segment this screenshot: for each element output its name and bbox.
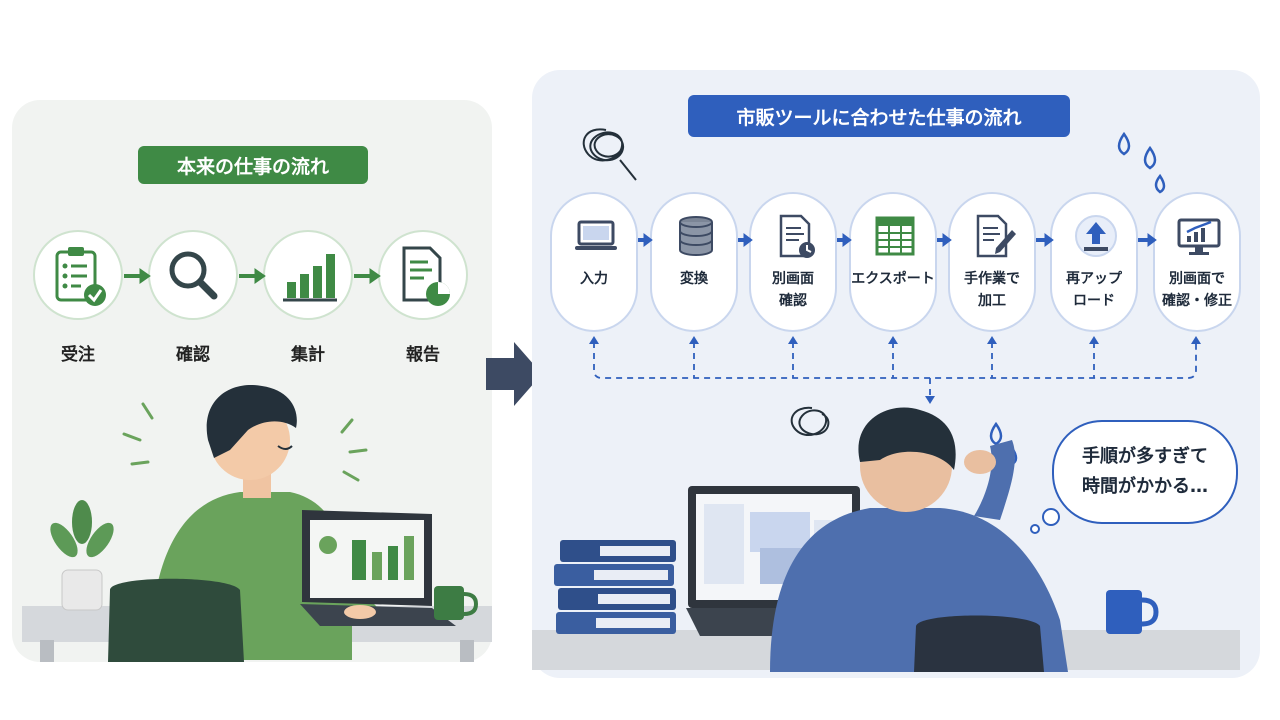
step-label-confirm: 確認: [176, 345, 210, 365]
step-other-screen-fix-label: 別画面で確認・修正: [1162, 271, 1232, 309]
monitor-chart-icon: [1177, 218, 1221, 255]
speech-line-1: 手順が多すぎて: [1082, 446, 1208, 467]
step-reupload: 再アップロード: [1050, 192, 1138, 332]
speech-line-2: 時間がかかる…: [1082, 476, 1208, 497]
cloud-upload-icon: [1075, 215, 1117, 257]
step-input: 入力: [550, 192, 638, 332]
step-export-label: エクスポート: [851, 271, 935, 287]
step-manual-edit-label: 手作業で加工: [964, 271, 1020, 309]
step-manual-edit: 手作業で加工: [948, 192, 1036, 332]
document-clock-icon: [779, 214, 815, 258]
document-pen-icon: [976, 214, 1016, 258]
step-label-aggregate: 集計: [291, 345, 325, 365]
step-other-screen-check-label: 別画面確認: [772, 271, 814, 309]
clipboard-check-icon: [33, 230, 123, 320]
step-convert: 変換: [650, 192, 738, 332]
laptop-icon: [575, 220, 617, 250]
original-workflow-title: 本来の仕事の流れ: [138, 146, 368, 184]
tool-workflow-title: 市販ツールに合わせた仕事の流れ: [688, 95, 1070, 137]
step-reupload-label: 再アップロード: [1066, 271, 1122, 309]
bubble-tail-dot: [1042, 508, 1060, 526]
magnifier-icon: [148, 230, 238, 320]
step-other-screen-check: 別画面確認: [749, 192, 837, 332]
step-input-label: 入力: [580, 271, 608, 287]
report-pie-icon: [378, 230, 468, 320]
step-label-report: 報告: [406, 345, 440, 365]
step-convert-label: 変換: [680, 271, 708, 287]
bubble-tail-dot: [1030, 524, 1040, 534]
bar-chart-icon: [263, 230, 353, 320]
speech-bubble: 手順が多すぎて 時間がかかる…: [1052, 420, 1238, 524]
step-label-order: 受注: [61, 345, 95, 365]
database-icon: [679, 216, 713, 256]
spreadsheet-icon: [875, 216, 915, 256]
step-export: エクスポート: [849, 192, 937, 332]
step-other-screen-fix: 別画面で確認・修正: [1153, 192, 1241, 332]
